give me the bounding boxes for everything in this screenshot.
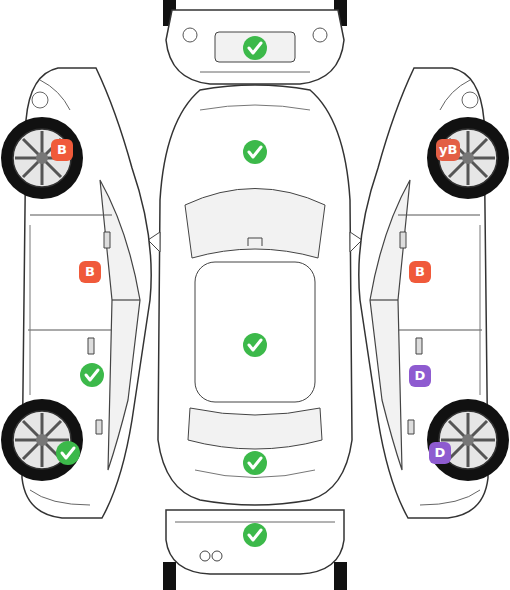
- damage-badge: D: [409, 365, 431, 387]
- damage-code: D: [435, 445, 446, 460]
- damage-badge: yB: [436, 139, 460, 161]
- damage-badge: B: [51, 139, 73, 161]
- damage-code: B: [57, 142, 67, 157]
- damage-code: yB: [439, 142, 457, 157]
- damage-code: B: [415, 264, 425, 279]
- damage-badge: D: [429, 442, 451, 464]
- right-side-view: [359, 68, 509, 518]
- left-side-view: [1, 68, 151, 518]
- damage-code: D: [415, 368, 426, 383]
- front-bumper-view: [163, 0, 347, 84]
- top-view: [148, 85, 362, 505]
- damage-badge: B: [79, 261, 101, 283]
- damage-code: B: [85, 264, 95, 279]
- damage-badge: B: [409, 261, 431, 283]
- rear-bumper-view: [163, 510, 347, 590]
- ok-check: [56, 36, 267, 547]
